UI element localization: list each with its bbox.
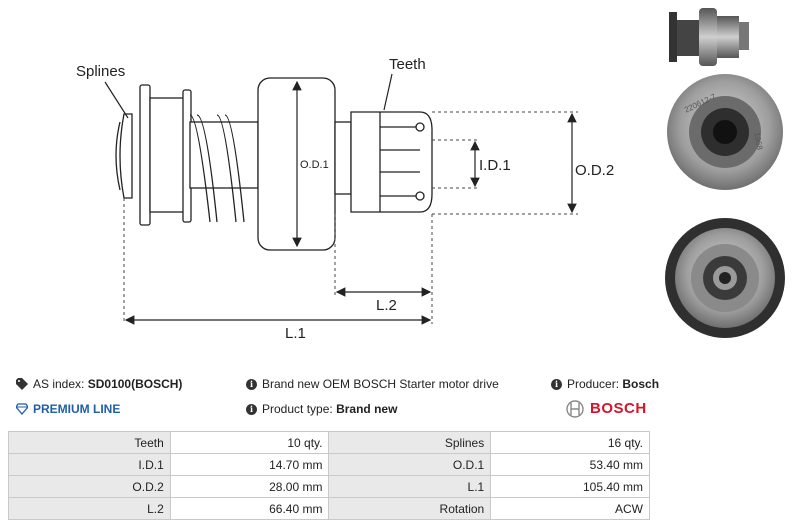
back-view-photo xyxy=(665,218,785,338)
product-type: i Product type: Brand new xyxy=(246,402,397,416)
diamond-icon xyxy=(16,403,28,415)
bosch-logo-text: BOSCH xyxy=(590,400,647,417)
spec-value: 28.00 mm xyxy=(169,475,330,498)
tag-icon xyxy=(16,378,28,390)
spec-value: 105.40 mm xyxy=(490,475,650,498)
spec-name: Splines xyxy=(328,431,492,454)
l2-label: L.2 xyxy=(376,297,397,314)
as-index-label: AS index: xyxy=(33,377,85,391)
spec-name: O.D.1 xyxy=(328,453,492,476)
producer-label: Producer: xyxy=(567,377,620,391)
spec-value: ACW xyxy=(490,497,650,520)
producer: i Producer: Bosch xyxy=(551,377,659,391)
description-text: Brand new OEM BOSCH Starter motor drive xyxy=(262,377,499,391)
spec-value: 10 qty. xyxy=(169,431,330,454)
product-photos: 220612-7 1968 xyxy=(665,8,785,338)
spec-value: 66.40 mm xyxy=(169,497,330,520)
spec-value: 14.70 mm xyxy=(169,453,330,476)
info-icon: i xyxy=(551,378,562,390)
splines-label: Splines xyxy=(76,63,125,80)
spec-name: O.D.2 xyxy=(8,475,171,498)
as-index: AS index: SD0100(BOSCH) xyxy=(16,377,182,391)
spec-value: 53.40 mm xyxy=(490,453,650,476)
info-icon: i xyxy=(246,403,257,415)
bosch-logo: BOSCH xyxy=(566,400,647,418)
id1-label: I.D.1 xyxy=(479,157,511,174)
spec-name: Rotation xyxy=(328,497,492,520)
part-marking-2: 1968 xyxy=(752,132,764,152)
as-index-value: SD0100(BOSCH) xyxy=(87,377,183,391)
premium-line: PREMIUM LINE xyxy=(16,402,120,416)
spec-name: Teeth xyxy=(8,431,171,454)
l1-label: L.1 xyxy=(285,325,306,342)
info-icon: i xyxy=(246,378,257,390)
product-type-label: Product type: xyxy=(262,402,333,416)
spec-name: I.D.1 xyxy=(8,453,171,476)
producer-value: Bosch xyxy=(622,377,660,391)
spec-name: L.2 xyxy=(8,497,171,520)
spec-name: L.1 xyxy=(328,475,492,498)
description: i Brand new OEM BOSCH Starter motor driv… xyxy=(246,377,499,391)
od1-label: O.D.1 xyxy=(300,159,329,171)
side-view-photo xyxy=(669,8,749,66)
od2-label: O.D.2 xyxy=(575,162,614,179)
teeth-label: Teeth xyxy=(389,56,426,73)
spec-value: 16 qty. xyxy=(490,431,650,454)
premium-line-label: PREMIUM LINE xyxy=(33,402,121,416)
front-view-photo: 220612-7 1968 xyxy=(667,74,783,190)
bosch-armature-icon xyxy=(566,400,584,418)
technical-drawing: Splines Teeth O.D.1 I.D.1 O.D.2 L.2 L.1 xyxy=(76,56,614,342)
product-type-value: Brand new xyxy=(336,402,398,416)
